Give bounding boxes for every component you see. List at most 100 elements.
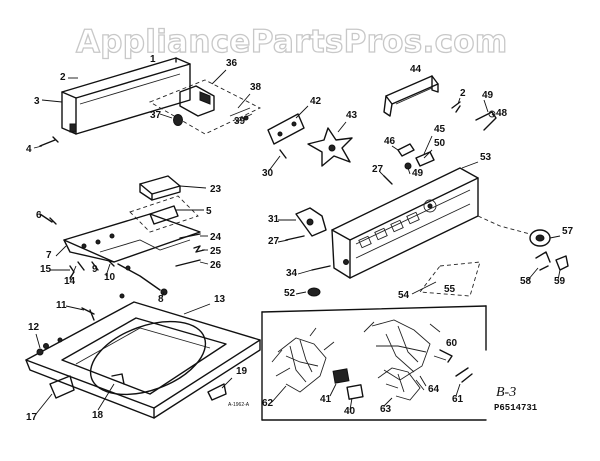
leader-line-59 xyxy=(557,269,561,281)
leader-line-49 xyxy=(483,99,489,113)
callout-62: 62 xyxy=(262,398,274,409)
callout-12: 12 xyxy=(28,322,40,333)
leader-line-37 xyxy=(159,113,173,119)
callout-26: 26 xyxy=(210,260,222,271)
callout-27: 27 xyxy=(372,164,384,175)
callout-6: 6 xyxy=(36,210,42,221)
bumper-12 xyxy=(36,348,44,356)
harness-inset xyxy=(261,305,487,421)
leader-lines xyxy=(33,69,561,415)
leader-line-53 xyxy=(461,161,479,169)
callout-61: 61 xyxy=(452,394,464,405)
callout-17: 17 xyxy=(26,412,38,423)
plate-code: P6514731 xyxy=(494,403,538,413)
leader-line-18 xyxy=(97,383,115,411)
callout-34: 34 xyxy=(286,268,298,279)
leader-line-34 xyxy=(297,269,313,275)
leader-line-14 xyxy=(69,265,77,281)
fittings-49-48 xyxy=(451,101,497,131)
callout-5: 5 xyxy=(206,206,212,217)
leader-line-23 xyxy=(179,185,207,189)
callout-63: 63 xyxy=(380,404,392,415)
leader-line-19 xyxy=(221,377,233,389)
bracket-44 xyxy=(383,75,439,117)
clip-31 xyxy=(295,207,327,237)
callout-37: 37 xyxy=(150,110,162,121)
rod-24 xyxy=(179,233,201,239)
callout-11: 11 xyxy=(56,300,67,311)
leader-line-50 xyxy=(423,149,433,159)
leader-line-17 xyxy=(35,393,53,415)
callout-31: 31 xyxy=(268,214,280,225)
callout-13: 13 xyxy=(214,294,226,305)
pad-18 xyxy=(111,373,125,385)
hinge-bracket-7 xyxy=(63,213,201,263)
leader-line-12 xyxy=(35,333,41,349)
callout-36: 36 xyxy=(226,58,238,69)
leader-line-46 xyxy=(391,145,399,151)
leader-line-36 xyxy=(211,69,227,85)
leader-line-41 xyxy=(329,383,337,397)
callout-44: 44 xyxy=(410,64,422,75)
callout-53: 53 xyxy=(480,152,492,163)
switch-23 xyxy=(139,175,181,201)
callout-19: 19 xyxy=(236,366,248,377)
callout-52: 52 xyxy=(284,288,296,299)
screw-27 xyxy=(285,235,305,241)
spring-25 xyxy=(193,245,205,253)
callout-18: 18 xyxy=(92,410,104,421)
screw-11 xyxy=(81,307,95,321)
callout-58: 58 xyxy=(520,276,532,287)
leader-line-40 xyxy=(349,397,353,411)
leader-line-7 xyxy=(55,245,67,257)
callout-2: 2 xyxy=(60,72,66,83)
callout-3: 3 xyxy=(34,96,40,107)
leader-line-2 xyxy=(457,97,461,105)
plug-52 xyxy=(307,287,321,297)
callout-4: 4 xyxy=(26,144,32,155)
clip-58 xyxy=(535,251,551,271)
connector-57 xyxy=(529,229,551,247)
watermark: AppliancePartsPros.com xyxy=(76,24,508,60)
callout-64: 64 xyxy=(428,384,440,395)
rod-26 xyxy=(175,259,201,267)
callout-15: 15 xyxy=(40,264,52,275)
hardware-45-50 xyxy=(383,143,435,185)
star-knob-43 xyxy=(307,127,353,167)
leader-line-30 xyxy=(267,155,281,173)
callout-57: 57 xyxy=(562,226,574,237)
drawing-number: A-1962-A xyxy=(228,402,250,408)
leader-line-45 xyxy=(423,135,433,155)
screw-4 xyxy=(39,136,59,147)
leader-line-27 xyxy=(379,171,385,177)
bracket-plate-42 xyxy=(267,113,305,159)
callout-25: 25 xyxy=(210,246,222,257)
backguard-bar xyxy=(61,57,191,135)
leader-line-8 xyxy=(161,291,165,297)
leader-line-54 xyxy=(411,281,437,295)
callout-59: 59 xyxy=(554,276,566,287)
leader-line-4 xyxy=(33,145,43,149)
leader-line-58 xyxy=(527,267,539,281)
plate-label: B-3 xyxy=(496,385,516,400)
callout-41: 41 xyxy=(320,394,332,405)
callout-55: 55 xyxy=(444,284,456,295)
leader-line-38 xyxy=(237,93,251,109)
callout-10: 10 xyxy=(104,272,116,283)
leader-line-52 xyxy=(295,291,307,295)
leader-line-64 xyxy=(419,375,427,387)
callout-46: 46 xyxy=(384,136,396,147)
leader-line-26 xyxy=(199,261,209,265)
callout-49: 49 xyxy=(412,168,424,179)
callout-27: 27 xyxy=(268,236,280,247)
callout-23: 23 xyxy=(210,184,222,195)
leader-line-13 xyxy=(183,303,211,315)
leader-line-43 xyxy=(337,121,347,133)
callout-50: 50 xyxy=(434,138,446,149)
callout-40: 40 xyxy=(344,406,356,417)
callout-1: 1 xyxy=(150,54,156,65)
clip-59 xyxy=(555,255,569,271)
callout-39: 39 xyxy=(234,116,246,127)
